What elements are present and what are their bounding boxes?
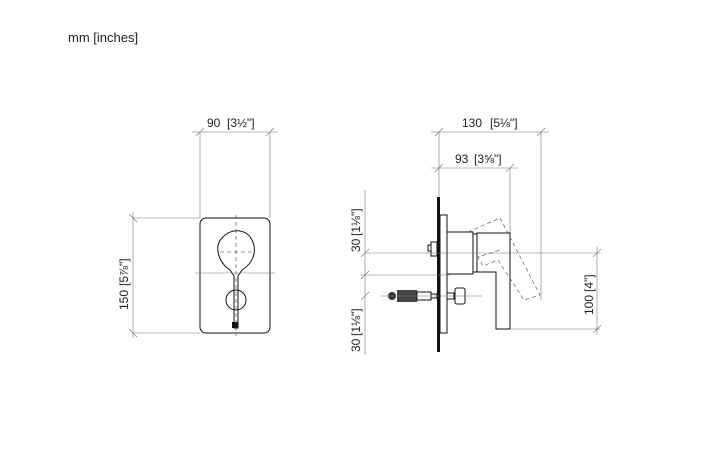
overall-depth-mm: 130 [462,116,482,130]
cartridge-nut [430,241,438,257]
wall-line [437,197,440,352]
overall-depth-inches: [5⅛"] [490,116,518,130]
spout-height-mm: 100 [582,295,596,315]
handle-lever [217,230,255,329]
side-view: 130 [5⅛"] 93 [3⅝"] [349,116,602,355]
handle-tip [232,322,238,328]
front-view: 90 [3½"] 150 [5⅞"] [117,116,278,338]
width-dim-mm: 90 [207,116,221,130]
upper-offset-inches: [1⅛"] [349,208,363,236]
handle-depth-mm: 93 [455,152,469,166]
units-label: mm [inches] [68,30,139,45]
handle-depth-inches: [3⅝"] [474,152,502,166]
width-dim-inches: [3½"] [227,116,255,130]
spout-height-inches: [4"] [582,274,596,292]
upper-offset-mm: 30 [349,238,363,252]
handle-swing-outline [467,217,541,301]
escutcheon-profile [439,214,448,334]
cover-plate [199,217,271,334]
height-dim-mm: 150 [117,290,131,310]
spout-body [476,232,511,330]
diverter-stem [380,287,482,305]
lower-offset-inches: [1⅛"] [349,308,363,336]
lower-offset-mm: 30 [349,338,363,352]
height-dim-inches: [5⅞"] [117,258,131,286]
